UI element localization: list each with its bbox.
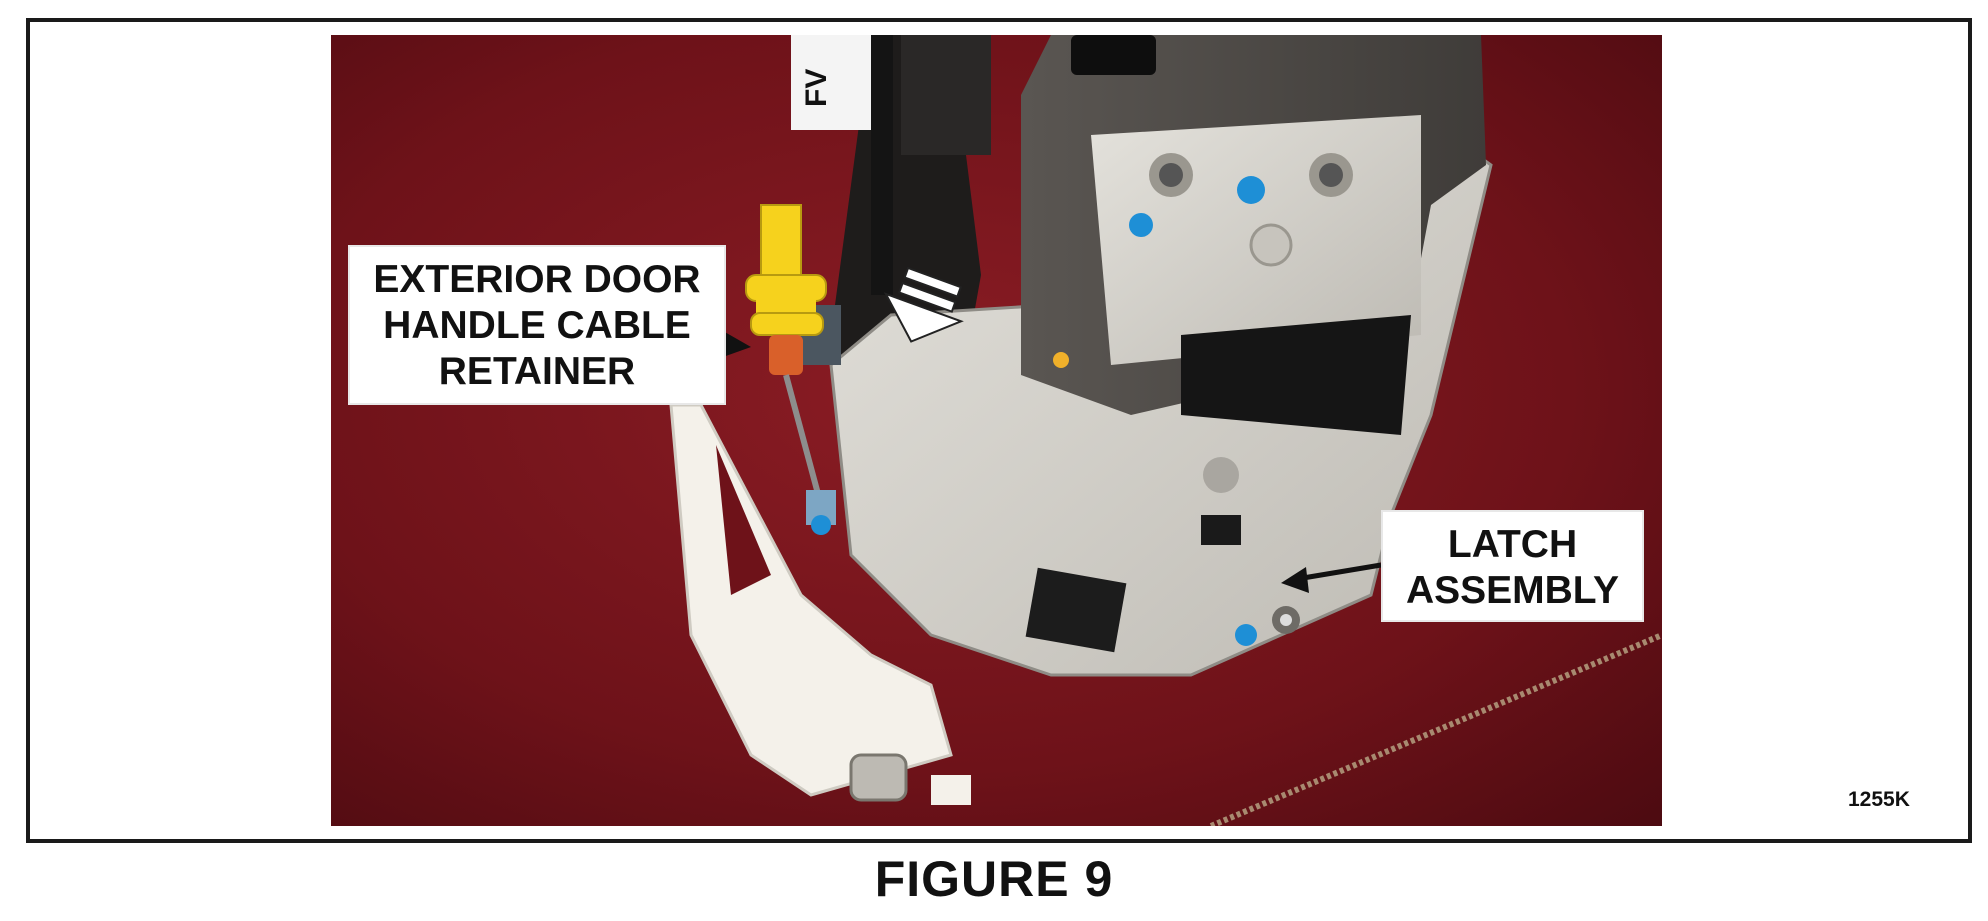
figure-code: 1255K <box>1848 788 1910 811</box>
latch-photo: FV <box>331 35 1662 826</box>
callout-line: HANDLE CABLE <box>383 304 691 348</box>
callout-latch-assembly: LATCH ASSEMBLY <box>1381 510 1644 622</box>
callout-line: RETAINER <box>438 350 636 394</box>
callout-cable-retainer: EXTERIOR DOOR HANDLE CABLE RETAINER <box>348 245 726 405</box>
callout-line: EXTERIOR DOOR <box>373 258 701 301</box>
callout-line: LATCH <box>1447 523 1578 566</box>
callout-line: ASSEMBLY <box>1405 569 1620 613</box>
photo-label: FV <box>800 69 833 107</box>
figure-title: FIGURE 9 <box>874 851 1114 907</box>
